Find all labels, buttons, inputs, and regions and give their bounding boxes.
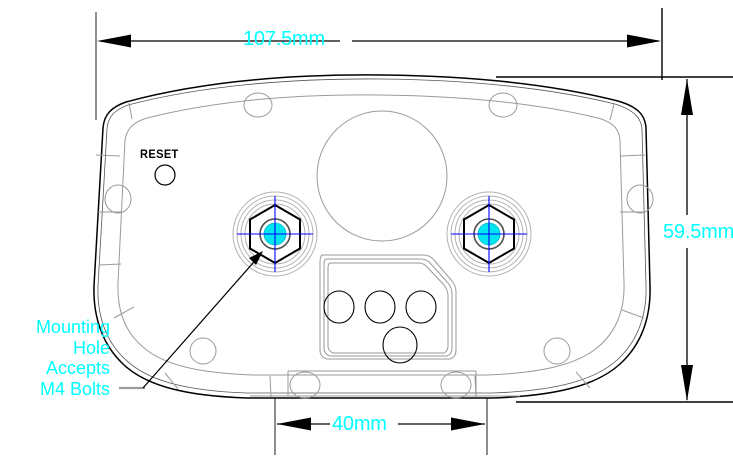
reset-label: RESET xyxy=(140,148,179,162)
large-circle xyxy=(316,110,448,242)
connector-holes xyxy=(323,290,437,364)
dimension-width-group xyxy=(95,8,663,120)
connector-hole-right xyxy=(405,290,437,324)
callout-line-2: Hole xyxy=(72,337,110,358)
body-inner-plate xyxy=(117,94,625,376)
perimeter-bosses xyxy=(104,92,654,399)
callout-leader-line xyxy=(119,251,263,390)
boss-bottom-right xyxy=(543,337,571,365)
arrow-right-width xyxy=(627,34,661,48)
callout-line-3: Accepts xyxy=(45,358,110,378)
dimension-height-group xyxy=(496,76,733,403)
arrow-bottom-height xyxy=(681,365,693,401)
arrow-top-height xyxy=(681,79,693,115)
dimension-width-label: 107.5mm xyxy=(243,28,325,50)
bottom-foot-band xyxy=(250,370,520,397)
callout-line-4: M4 Bolts xyxy=(39,378,110,399)
mounting-hole-callout: Mounting Hole Accepts M4 Bolts xyxy=(2,317,110,399)
arrow-left-width xyxy=(97,34,131,48)
dimension-height-label: 59.5mm xyxy=(663,221,733,243)
callout-line-1: Mounting xyxy=(35,317,110,337)
boss-bottom-left xyxy=(189,337,217,365)
dimension-hole-spacing-label: 40mm xyxy=(332,413,387,435)
device-body-group xyxy=(93,74,654,399)
arrow-right-holespacing xyxy=(451,417,485,431)
mounting-hole-left xyxy=(232,191,318,277)
boss-top-left xyxy=(243,92,273,118)
callout-arrowhead xyxy=(249,251,263,265)
connector-hole-bottom xyxy=(382,326,418,364)
body-outer-outline-inner xyxy=(97,78,647,394)
connector-recess xyxy=(319,254,457,360)
reset-hole xyxy=(154,164,176,186)
connector-hole-center xyxy=(364,290,396,324)
body-seam-lines xyxy=(95,102,646,398)
arrow-left-holespacing xyxy=(277,417,311,431)
body-outer-outline xyxy=(93,74,651,399)
mounting-hole-right xyxy=(446,191,532,277)
boss-bottom-center-right xyxy=(440,371,472,399)
connector-hole-left xyxy=(323,290,355,324)
boss-top-right xyxy=(488,92,518,118)
boss-left xyxy=(104,184,132,214)
boss-right xyxy=(626,184,654,214)
boss-bottom-center-left xyxy=(289,371,321,399)
